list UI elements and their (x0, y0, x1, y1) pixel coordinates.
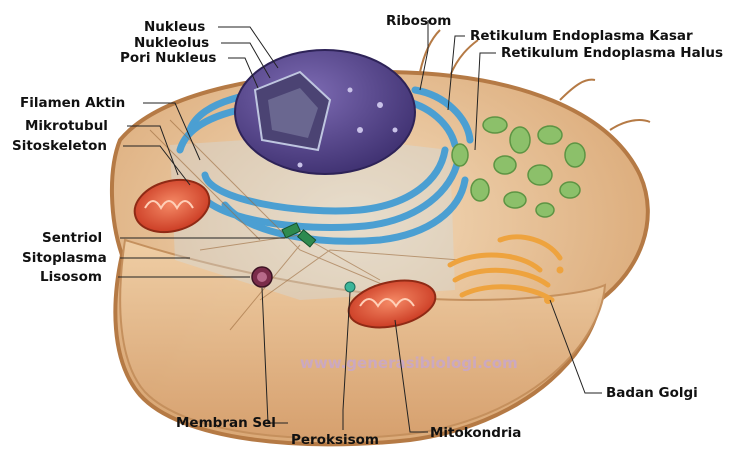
label-re-kasar: Retikulum Endoplasma Kasar (470, 28, 693, 44)
label-nukleolus: Nukleolus (134, 35, 209, 51)
label-nukleus: Nukleus (144, 19, 205, 35)
nucleus (235, 50, 415, 174)
label-mitokondria: Mitokondria (430, 425, 521, 441)
label-peroksisom: Peroksisom (291, 432, 379, 448)
label-sentriol: Sentriol (42, 230, 102, 246)
label-badan-golgi: Badan Golgi (606, 385, 698, 401)
lysosome (252, 267, 272, 287)
label-membran-sel: Membran Sel (176, 415, 276, 431)
label-mikrotubul: Mikrotubul (25, 118, 108, 134)
label-filamen-aktin: Filamen Aktin (20, 95, 125, 111)
label-ribosom: Ribosom (386, 13, 451, 29)
label-pori-nukleus: Pori Nukleus (120, 50, 216, 66)
watermark: www.generasibiologi.com (300, 354, 518, 372)
label-lisosom: Lisosom (40, 269, 102, 285)
label-sitoskeleton: Sitoskeleton (12, 138, 107, 154)
label-sitoplasma: Sitoplasma (22, 250, 107, 266)
label-re-halus: Retikulum Endoplasma Halus (501, 45, 723, 61)
peroxisome (345, 282, 355, 292)
